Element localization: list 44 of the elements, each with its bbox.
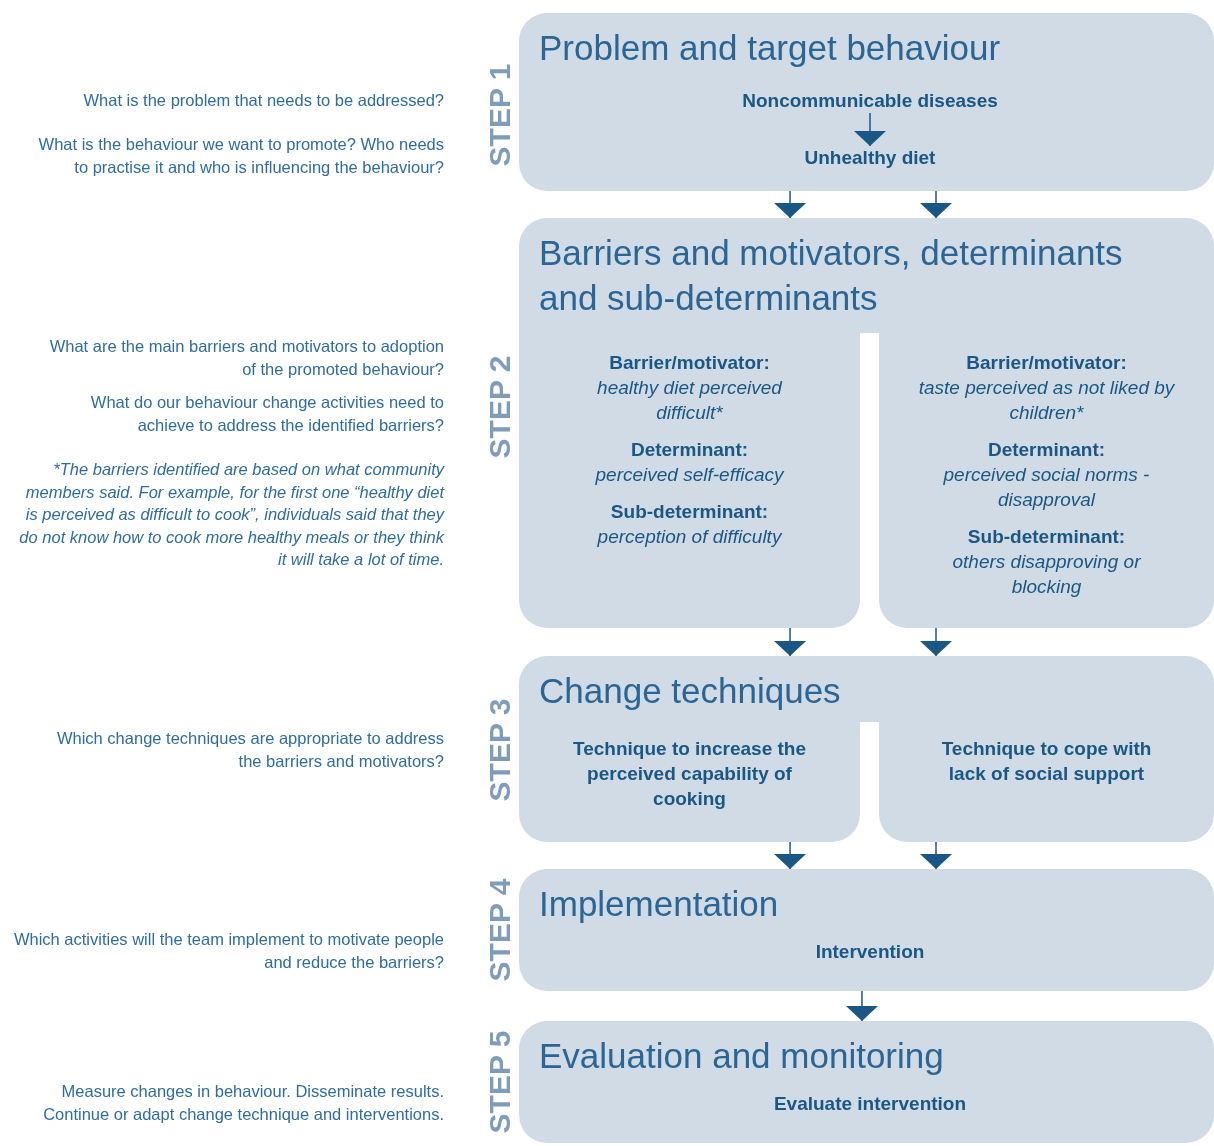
- category-heading: Sub-determinant:: [966, 525, 1127, 549]
- guiding-question: Measure changes in behaviour. Disseminate results. Continue or adapt change technique and interventions.: [42, 1081, 444, 1125]
- guiding-question: What are the main barriers and motivators to adoption of the promoted behaviour?: [48, 336, 444, 380]
- category-value: perceived social norms - disapproval: [942, 463, 1151, 512]
- item-text: Evaluate intervention: [773, 1092, 967, 1116]
- step-label: STEP 3: [484, 698, 516, 802]
- category-heading: Sub-determinant:: [609, 500, 770, 524]
- step-label: STEP 1: [484, 63, 516, 167]
- step-title: Problem and target behaviour: [539, 27, 1002, 69]
- arrow: [846, 990, 878, 1022]
- category-value: taste perceived as not liked by children*: [917, 376, 1176, 425]
- arrow: [854, 112, 886, 147]
- step-label: STEP 2: [484, 355, 516, 459]
- arrow: [920, 627, 952, 657]
- arrow: [774, 627, 807, 657]
- arrow: [774, 190, 807, 219]
- item-text: Unhealthy diet: [804, 146, 936, 170]
- guiding-question: What do our behaviour change activities need to achieve to address the identified barriers?: [89, 392, 444, 436]
- technique-text: Technique to cope with lack of social support: [940, 737, 1153, 786]
- step-title: Change techniques: [539, 670, 842, 712]
- step-label: STEP 5: [484, 1030, 516, 1134]
- category-value: others disapproving or blocking: [951, 550, 1142, 599]
- arrow: [774, 841, 807, 870]
- category-value: perceived self-efficacy: [594, 463, 786, 487]
- step-label: STEP 4: [484, 878, 516, 982]
- category-heading: Barrier/motivator:: [608, 351, 771, 375]
- category-value: perception of difficulty: [596, 525, 784, 549]
- step-title: Implementation: [539, 883, 780, 925]
- arrow: [920, 190, 952, 219]
- category-heading: Barrier/motivator:: [965, 351, 1128, 375]
- guiding-question: What is the problem that needs to be addressed?: [82, 90, 444, 111]
- guiding-question: What is the behaviour we want to promote? Who needs to practise it and who is influencing the behaviour?: [37, 134, 444, 178]
- footnote: *The barriers identified are based on what community members said. For example, for the first one “healthy diet is perceived as difficult to cook”, individuals said that they do not know how to cook more healthy meals or they think it will take a lot of time.: [18, 459, 444, 570]
- step-title: Evaluation and monitoring: [539, 1035, 945, 1077]
- guiding-question: Which activities will the team implement to motivate people and reduce the barriers?: [12, 929, 444, 973]
- arrow: [920, 841, 952, 870]
- guiding-question: Which change techniques are appropriate to address the barriers and motivators?: [55, 728, 444, 772]
- technique-text: Technique to increase the perceived capability of cooking: [572, 737, 807, 811]
- step-title: Barriers and motivators, determinants and sub-determinants: [539, 232, 1124, 319]
- item-text: Intervention: [815, 940, 925, 964]
- category-value: healthy diet perceived difficult*: [596, 376, 784, 425]
- category-heading: Determinant:: [986, 438, 1107, 462]
- category-heading: Determinant:: [629, 438, 750, 462]
- item-text: Noncommunicable diseases: [742, 89, 998, 113]
